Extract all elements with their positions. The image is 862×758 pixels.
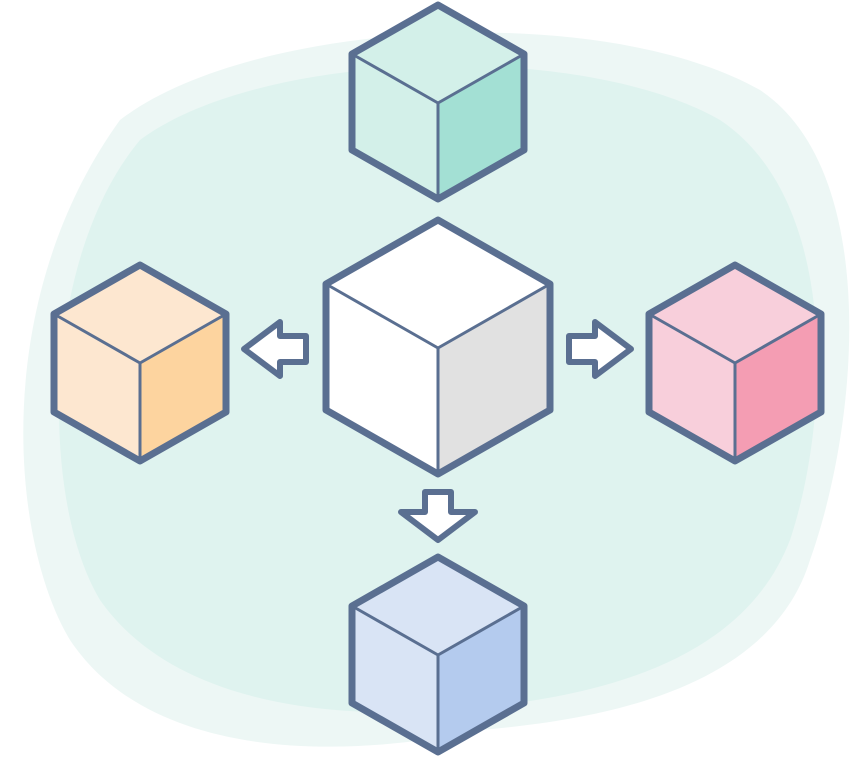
cube-left-face bbox=[352, 54, 438, 199]
cube-bottom bbox=[348, 553, 528, 756]
arrow-right-icon bbox=[566, 319, 634, 379]
cube-left-face bbox=[326, 284, 438, 474]
cube-outline bbox=[645, 261, 825, 465]
cube-right-face bbox=[438, 606, 524, 752]
cube-right-face bbox=[438, 284, 550, 474]
cube-outline bbox=[348, 1, 528, 203]
cube-right bbox=[645, 261, 825, 465]
cube-right-face bbox=[438, 54, 524, 199]
cube-outline bbox=[348, 553, 528, 756]
cube-left bbox=[50, 261, 230, 465]
arrow-left-icon bbox=[241, 319, 309, 379]
cube-outline bbox=[50, 261, 230, 465]
arrow-down-icon bbox=[398, 489, 478, 543]
cube-left-face bbox=[352, 606, 438, 752]
cube-center bbox=[322, 216, 554, 478]
cube-top bbox=[348, 1, 528, 203]
cube-outline bbox=[322, 216, 554, 478]
